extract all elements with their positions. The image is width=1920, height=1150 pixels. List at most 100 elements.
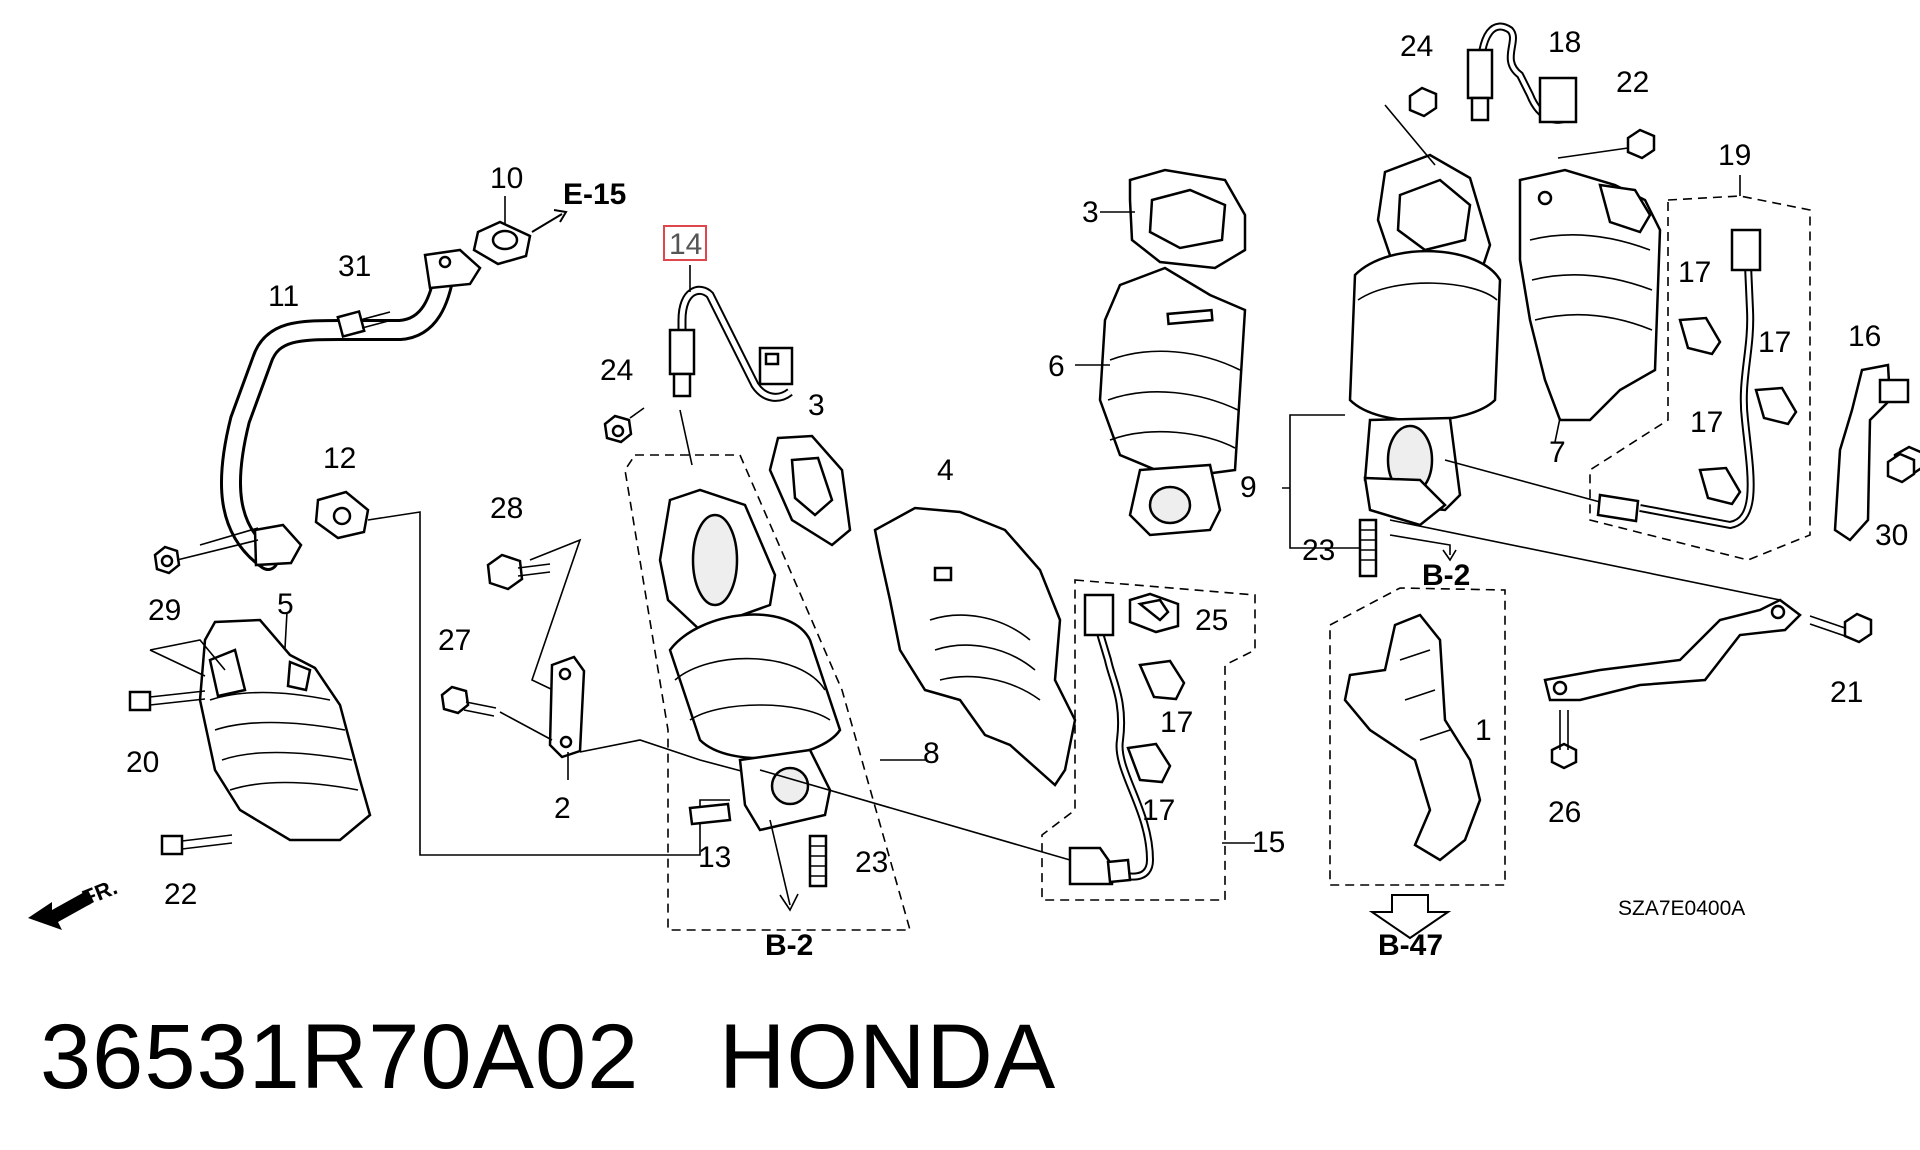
leader-7 xyxy=(1554,417,1561,443)
leader-24-upper xyxy=(1384,104,1436,166)
part-23-stud-left xyxy=(808,834,828,888)
leader-28 xyxy=(529,538,582,691)
callout-17d: 17 xyxy=(1758,326,1791,359)
callout-18: 18 xyxy=(1548,26,1581,59)
callout-21: 21 xyxy=(1830,676,1863,709)
callout-24a: 24 xyxy=(600,354,633,387)
callout-16: 16 xyxy=(1848,320,1881,353)
part-20-bolt xyxy=(128,690,206,712)
leader-5 xyxy=(149,611,288,677)
callout-20: 20 xyxy=(126,746,159,779)
b2-arrow-left xyxy=(769,819,799,912)
part-8-catalytic-converter xyxy=(658,488,842,832)
part-17-clip-d xyxy=(1754,386,1798,426)
callout-22b: 22 xyxy=(1616,66,1649,99)
callout-17c: 17 xyxy=(1678,256,1711,289)
part-15-oxygen-sensor xyxy=(1068,593,1155,886)
b2-arrow-right xyxy=(1389,534,1457,562)
part-31-bolt xyxy=(336,309,393,339)
callout-11: 11 xyxy=(268,280,299,313)
b47-arrow xyxy=(1368,894,1452,940)
callout-labels: 1 2 3 3 4 5 6 7 8 9 10 11 12 13 14 15 16… xyxy=(126,26,1908,911)
part-12-gasket xyxy=(314,490,370,540)
part-1-bracket xyxy=(1543,598,1802,702)
part-28-bolt xyxy=(486,553,551,591)
part-29-nut xyxy=(153,545,181,575)
leader-2 xyxy=(499,711,761,780)
callout-30: 30 xyxy=(1875,519,1908,552)
part-11-pipe xyxy=(219,248,482,571)
part-14-oxygen-sensor xyxy=(668,265,794,402)
brand-name: HONDA xyxy=(718,1006,1057,1108)
e15-arrow xyxy=(531,209,568,233)
callout-5: 5 xyxy=(277,588,294,621)
part-3-gasket-left xyxy=(768,434,852,547)
callout-25: 25 xyxy=(1195,604,1228,637)
leader-12 xyxy=(367,511,730,856)
part-6-catalytic-converter xyxy=(1098,266,1247,537)
part-13-stud xyxy=(688,802,732,826)
front-arrow-icon xyxy=(28,890,94,930)
diagram-code: SZA7E0400A xyxy=(1618,897,1745,920)
callout-1: 1 xyxy=(1475,714,1492,747)
callout-8: 8 xyxy=(923,737,940,770)
callout-13: 13 xyxy=(698,841,731,874)
part-24-nut-upper xyxy=(1408,86,1438,118)
leader-24-left xyxy=(629,407,693,466)
part-17-clip-c xyxy=(1678,316,1722,356)
part-18-oxygen-sensor xyxy=(1466,22,1578,124)
part-22-bolt-upper xyxy=(1557,128,1656,160)
leader-29 xyxy=(176,527,259,561)
part-3-gasket-upper xyxy=(1128,168,1247,270)
part-7-heat-shield xyxy=(1518,168,1662,422)
callout-23a: 23 xyxy=(855,846,888,879)
ref-e15: E-15 xyxy=(563,178,626,211)
part-4-heat-shield xyxy=(873,506,1077,787)
callout-9: 9 xyxy=(1240,471,1257,504)
part-24-nut-left xyxy=(603,414,633,444)
part-16-bracket xyxy=(1833,363,1920,542)
leader-9 xyxy=(1282,414,1360,549)
part-22-bolt-left xyxy=(160,834,233,856)
part-21-bolt xyxy=(1809,612,1873,644)
b47-heat-shield xyxy=(1343,613,1482,862)
part-10-gasket xyxy=(472,196,532,266)
part-5-heat-shield xyxy=(198,618,372,842)
callout-27: 27 xyxy=(438,624,471,657)
part-25-clip xyxy=(1128,592,1180,634)
part-19-oxygen-sensor xyxy=(1596,228,1762,530)
part-17-clip-b xyxy=(1126,742,1172,784)
callout-17a: 17 xyxy=(1160,706,1193,739)
callout-6: 6 xyxy=(1048,350,1065,383)
callout-2: 2 xyxy=(554,792,571,825)
callout-14: 14 xyxy=(669,228,702,261)
leader-1 xyxy=(1389,519,1781,601)
part-17-clip-a xyxy=(1138,659,1186,701)
callout-26: 26 xyxy=(1548,796,1581,829)
callout-3a: 3 xyxy=(808,389,825,422)
group-19-outline xyxy=(1589,195,1811,561)
callout-23b: 23 xyxy=(1302,534,1335,567)
callout-24b: 24 xyxy=(1400,30,1433,63)
leader-14-sensor xyxy=(759,769,1071,861)
callout-28: 28 xyxy=(490,492,523,525)
callout-3b: 3 xyxy=(1082,196,1099,229)
callout-14-highlight xyxy=(663,225,707,261)
callout-7: 7 xyxy=(1549,436,1566,469)
part-23-stud-right xyxy=(1358,518,1378,578)
callout-12: 12 xyxy=(323,442,356,475)
ref-b2-right: B-2 xyxy=(1422,559,1470,592)
part-30-bolt xyxy=(1886,452,1916,484)
group-15-outline xyxy=(1041,579,1256,901)
ref-b47: B-47 xyxy=(1378,929,1443,962)
callout-10: 10 xyxy=(490,162,523,195)
part-27-bolt xyxy=(440,685,497,717)
ref-front: FR. xyxy=(79,874,121,910)
callout-31: 31 xyxy=(338,250,371,283)
callout-22a: 22 xyxy=(164,878,197,911)
ref-b2-left: B-2 xyxy=(765,929,813,962)
part-9-catalytic-converter xyxy=(1348,153,1502,527)
part-26-bolt xyxy=(1550,710,1578,770)
callout-19: 19 xyxy=(1718,139,1751,172)
part-2-bracket xyxy=(548,655,586,759)
